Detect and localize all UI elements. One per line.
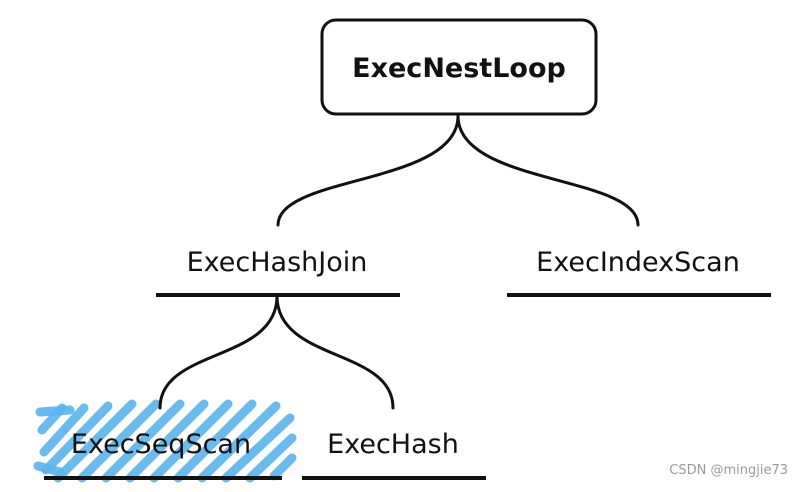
root-node-box [320, 18, 598, 116]
node-exec-hash: ExecHash [302, 429, 486, 480]
hash-join-label: ExecHashJoin [187, 247, 368, 278]
edge-hash-join-to-hash [275, 294, 395, 410]
edge-root-to-index-scan [456, 114, 640, 227]
seq-scan-highlight [33, 399, 297, 483]
node-exec-index-scan: ExecIndexScan [507, 247, 771, 297]
watermark-text: CSDN @mingjie73 [669, 463, 788, 478]
root-node-label: ExecNestLoop [352, 53, 566, 84]
node-exec-nest-loop: ExecNestLoop [320, 18, 598, 116]
edge-root-to-hash-join [276, 114, 460, 227]
node-exec-hash-join: ExecHashJoin [156, 247, 400, 297]
seq-scan-label: ExecSeqScan [71, 429, 251, 460]
hash-label: ExecHash [327, 429, 459, 460]
index-scan-label: ExecIndexScan [536, 247, 740, 278]
node-exec-seq-scan: ExecSeqScan [44, 429, 282, 480]
tree-edges [158, 114, 640, 410]
edge-hash-join-to-seq-scan [158, 294, 279, 410]
